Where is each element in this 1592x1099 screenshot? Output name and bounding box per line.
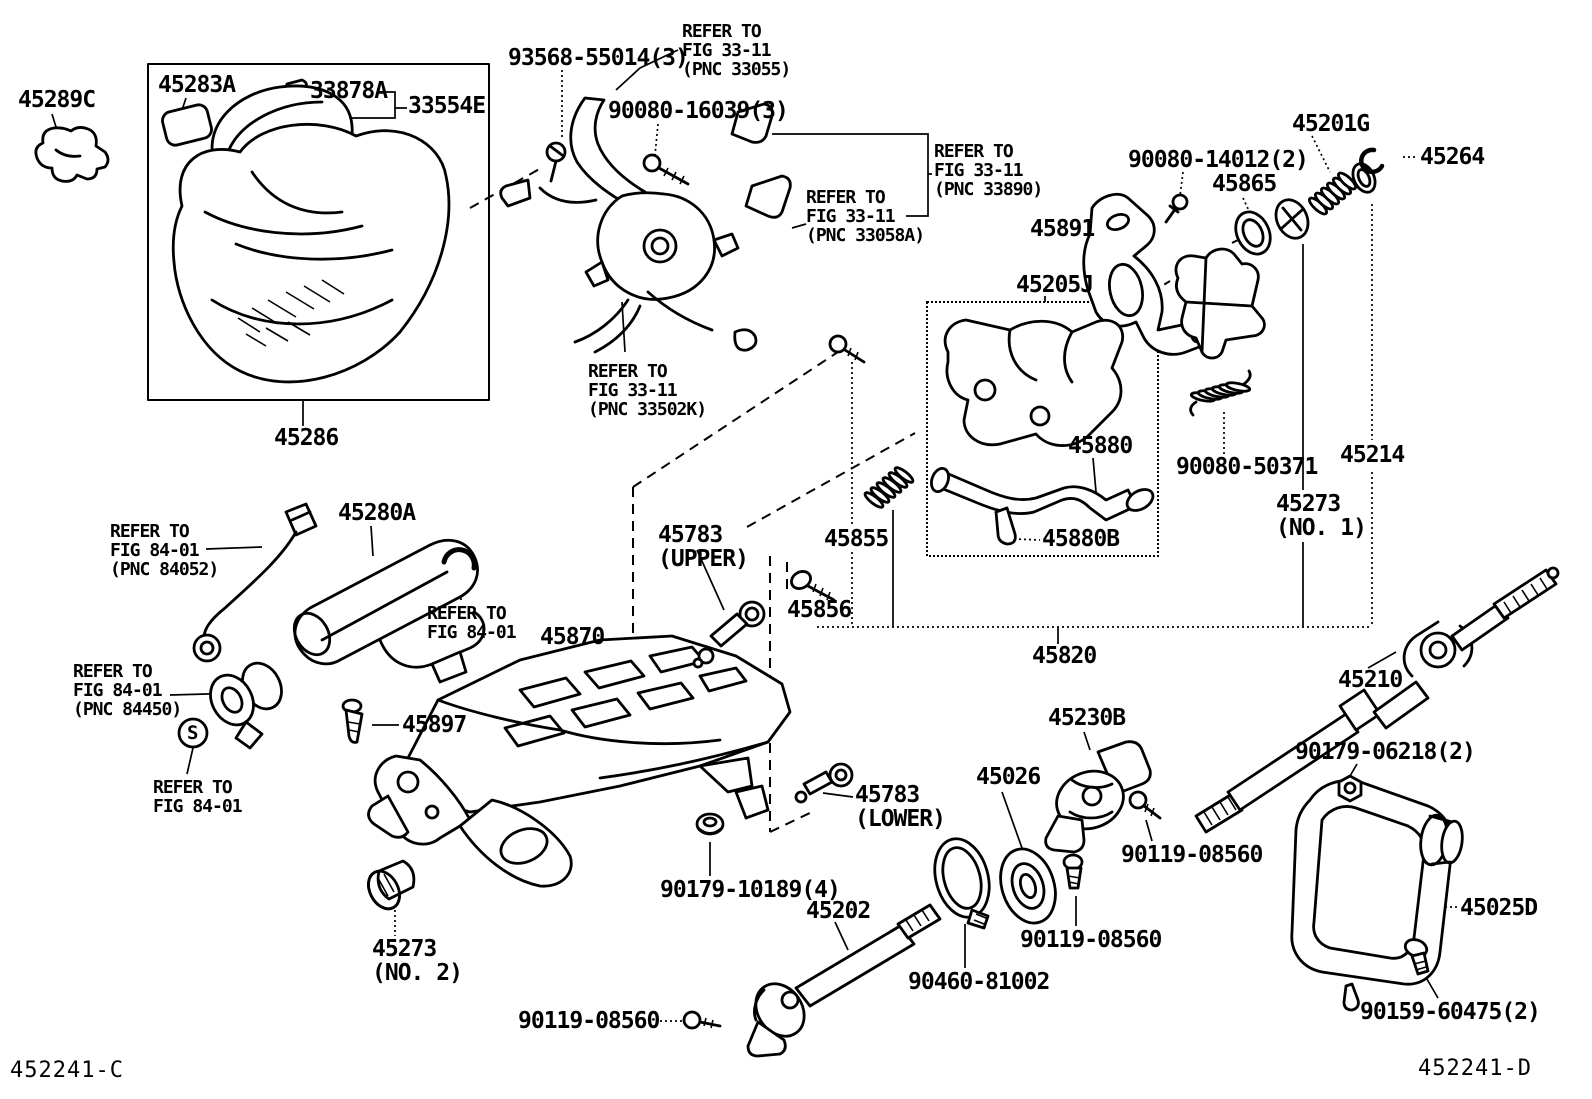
label-45286: 45286 — [274, 425, 339, 451]
label-45891: 45891 — [1030, 216, 1095, 242]
part-90119-left-bolt-drawing — [682, 1010, 722, 1030]
part-45210-shaft-drawing — [1194, 566, 1560, 834]
note-fig33-33055: REFER TO FIG 33-11 (PNC 33055) — [682, 21, 791, 80]
symbol-s-text: S — [187, 722, 199, 744]
inset-box-45286 — [147, 63, 490, 401]
label-90460-81002: 90460-81002 — [908, 969, 1050, 995]
label-45880b: 45880B — [1042, 526, 1120, 552]
part-90179-10189-nut-drawing — [695, 812, 725, 836]
part-45026-bearing-drawing — [999, 847, 1057, 925]
symbol-s-circle — [177, 717, 209, 749]
part-90179-06218-nut-drawing — [1337, 774, 1363, 803]
sheet-code-right: 452241-D — [1418, 1056, 1532, 1081]
part-45880b-pin-drawing — [994, 506, 1017, 546]
label-33878a: 33878A — [310, 78, 388, 104]
label-93568-55014: 93568-55014(3) — [508, 45, 689, 71]
label-45205j: 45205J — [1016, 272, 1094, 298]
part-45201g-spring-drawing — [1307, 171, 1358, 216]
label-45025d: 45025D — [1460, 895, 1538, 921]
part-45783-lower-bolt-drawing — [794, 762, 854, 804]
label-90080-14012: 90080-14012(2) — [1128, 147, 1309, 173]
label-45026: 45026 — [976, 764, 1041, 790]
label-45210: 45210 — [1338, 667, 1403, 693]
label-45264: 45264 — [1420, 144, 1485, 170]
part-45286-covers-drawing — [161, 78, 451, 384]
label-90080-50371: 90080-50371 — [1176, 454, 1318, 480]
label-45289c: 45289C — [18, 87, 96, 113]
note-fig84-84450: REFER TO FIG 84-01 (PNC 84450) — [73, 661, 182, 720]
part-8401-clip-drawing — [441, 547, 477, 571]
label-45855: 45855 — [824, 526, 889, 552]
label-45865: 45865 — [1212, 171, 1277, 197]
part-45880-rod-drawing — [934, 470, 1138, 522]
label-45783-lower: 45783 (LOWER) — [855, 782, 946, 832]
label-33554e: 33554E — [408, 93, 486, 119]
part-45856-bolt-drawing — [790, 570, 836, 602]
label-90119-mid: 90119-08560 — [1121, 842, 1263, 868]
label-45280a: 45280A — [338, 500, 416, 526]
label-45214: 45214 — [1340, 442, 1405, 468]
part-switch-assembly-drawing — [499, 96, 792, 354]
label-45201g: 45201G — [1292, 111, 1370, 137]
part-90080-50371-spring-drawing — [1189, 369, 1252, 417]
label-45783-upper: 45783 (UPPER) — [658, 522, 749, 572]
label-45273-no2: 45273 (NO. 2) — [372, 936, 463, 986]
part-45273-no2-collar-drawing — [367, 859, 416, 911]
part-90159-bolt-drawing — [1403, 938, 1430, 976]
label-45230b: 45230B — [1048, 705, 1126, 731]
part-45025d-boot-drawing — [1290, 779, 1464, 1012]
part-45897-bolt-drawing — [341, 698, 364, 744]
note-fig33-33890: REFER TO FIG 33-11 (PNC 33890) — [934, 141, 1043, 200]
label-90119-right: 90119-08560 — [1020, 927, 1162, 953]
label-90159-60475: 90159-60475(2) — [1360, 999, 1541, 1025]
part-90119-right-bolt-drawing — [1062, 853, 1084, 890]
inset-box-45205j — [926, 301, 1159, 557]
sheet-code-left: 452241-C — [10, 1058, 124, 1083]
label-45856: 45856 — [787, 597, 852, 623]
label-90179-10189: 90179-10189(4) — [660, 877, 841, 903]
leader-lines — [51, 49, 1458, 1022]
part-45202-shaft-drawing — [746, 903, 942, 1058]
part-45230b-joint-drawing — [1044, 740, 1152, 854]
note-fig84-84052: REFER TO FIG 84-01 (PNC 84052) — [110, 521, 219, 580]
note-fig33-33058a: REFER TO FIG 33-11 (PNC 33058A) — [806, 187, 925, 246]
label-45897: 45897 — [402, 712, 467, 738]
note-fig84-clip: REFER TO FIG 84-01 — [427, 603, 517, 643]
label-45820: 45820 — [1032, 643, 1097, 669]
part-45205j-latch-drawing — [930, 318, 1155, 546]
label-90119-left: 90119-08560 — [518, 1008, 660, 1034]
part-90119-mid-bolt-drawing — [1128, 790, 1162, 820]
part-45783-upper-bolt-drawing — [692, 600, 766, 669]
note-fig33-33502k: REFER TO FIG 33-11 (PNC 33502K) — [588, 361, 707, 420]
part-90460-clamp-drawing — [933, 837, 991, 930]
part-tension-bracket-drawing — [1174, 247, 1266, 360]
label-45202: 45202 — [806, 898, 871, 924]
label-45870: 45870 — [540, 624, 605, 650]
label-45273-no1: 45273 (NO. 1) — [1276, 491, 1367, 541]
part-45820-bolt-drawing — [828, 334, 866, 364]
label-45283a: 45283A — [158, 72, 236, 98]
part-45855-spring-drawing — [863, 466, 915, 509]
part-bushing-chain-drawing — [1164, 147, 1385, 256]
note-fig84-key: REFER TO FIG 84-01 — [153, 777, 243, 817]
label-90080-16039: 90080-16039(3) — [608, 98, 789, 124]
part-45289c-drawing — [34, 126, 110, 183]
part-45264-clip-drawing — [1359, 147, 1385, 175]
part-45280a-housing-drawing — [192, 502, 486, 750]
part-45870-bracket-drawing — [367, 634, 792, 888]
label-90179-06218: 90179-06218(2) — [1295, 739, 1476, 765]
part-key-cylinder-drawing — [209, 661, 283, 750]
part-84052-sensor-drawing — [192, 502, 318, 663]
label-45880: 45880 — [1068, 433, 1133, 459]
